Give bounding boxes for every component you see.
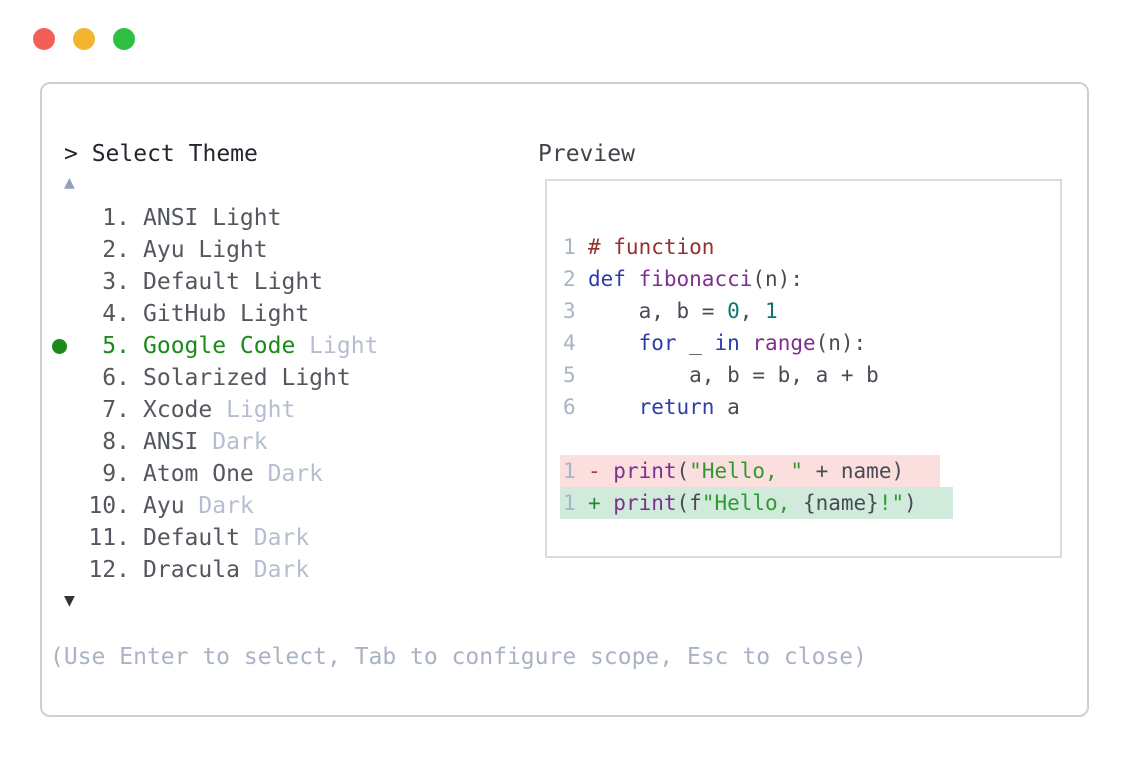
theme-list-item[interactable]: 10. Ayu Dark xyxy=(48,490,534,522)
theme-item-number: 8. xyxy=(102,429,130,455)
theme-picker-panel: > Select Theme ▲ 1. ANSI Light 2. Ayu Light… xyxy=(40,82,1089,717)
theme-item-label: Dracula Dark xyxy=(143,557,310,583)
diff-highlight-added: 1+ print(f"Hello, {name}!") xyxy=(560,487,953,519)
code-line: 6 return a xyxy=(563,391,1060,423)
theme-item-label: Ayu Light xyxy=(143,237,268,263)
diff-highlight-removed: 1- print("Hello, " + name) xyxy=(560,455,941,487)
line-number: 1 xyxy=(563,491,576,515)
selected-bullet-icon xyxy=(48,338,70,354)
theme-item-label: Ayu Dark xyxy=(143,493,254,519)
theme-select-column: > Select Theme ▲ 1. ANSI Light 2. Ayu Light… xyxy=(48,138,534,620)
theme-list-item[interactable]: 8. ANSI Dark xyxy=(48,426,534,458)
line-number: 6 xyxy=(563,395,576,419)
theme-item-number: 12. xyxy=(88,557,130,583)
theme-item-label: ANSI Dark xyxy=(143,429,268,455)
theme-list-item[interactable]: 7. Xcode Light xyxy=(48,394,534,426)
theme-item-number: 7. xyxy=(102,397,130,423)
theme-item-number: 3. xyxy=(102,269,130,295)
theme-list-item[interactable]: 5. Google Code Light xyxy=(48,330,534,362)
diff-line-removed: 1- print("Hello, " + name) xyxy=(560,455,1060,487)
theme-item-number: 11. xyxy=(88,525,130,551)
theme-list-item[interactable]: 4. GitHub Light xyxy=(48,298,534,330)
theme-list-item[interactable]: 2. Ayu Light xyxy=(48,234,534,266)
select-theme-prompt: > Select Theme xyxy=(64,141,258,167)
line-number: 1 xyxy=(563,235,576,259)
line-number: 5 xyxy=(563,363,576,387)
diff-line-added: 1+ print(f"Hello, {name}!") xyxy=(560,487,1060,519)
theme-list-item[interactable]: 6. Solarized Light xyxy=(48,362,534,394)
theme-item-number: 9. xyxy=(102,461,130,487)
theme-list-item[interactable]: 3. Default Light xyxy=(48,266,534,298)
theme-list-item[interactable]: 11. Default Dark xyxy=(48,522,534,554)
code-line: 5 a, b = b, a + b xyxy=(563,359,1060,391)
close-icon[interactable] xyxy=(33,28,55,50)
theme-item-number: 1. xyxy=(102,205,130,231)
line-number: 2 xyxy=(563,267,576,291)
theme-item-number: 5. xyxy=(102,333,130,359)
preview-title: Preview xyxy=(538,141,635,167)
code-line: 1# function xyxy=(563,231,1060,263)
line-number: 3 xyxy=(563,299,576,323)
theme-item-label: Xcode Light xyxy=(143,397,296,423)
code-line: 3 a, b = 0, 1 xyxy=(563,295,1060,327)
theme-item-label: ANSI Light xyxy=(143,205,282,231)
code-line: 4 for _ in range(n): xyxy=(563,327,1060,359)
line-number: 1 xyxy=(563,459,576,483)
theme-list-item[interactable]: 9. Atom One Dark xyxy=(48,458,534,490)
theme-list: 1. ANSI Light 2. Ayu Light 3. Default Light 4.… xyxy=(48,202,534,586)
theme-item-label: Solarized Light xyxy=(143,365,351,391)
theme-item-label: Default Light xyxy=(143,269,324,295)
theme-item-label: Atom One Dark xyxy=(143,461,324,487)
scroll-down-icon[interactable]: ▼ xyxy=(64,590,75,611)
keyboard-hint: (Use Enter to select, Tab to configure s… xyxy=(50,644,867,670)
code-line xyxy=(563,423,1060,455)
theme-list-item[interactable]: 1. ANSI Light xyxy=(48,202,534,234)
window-controls xyxy=(33,28,135,50)
minimize-icon[interactable] xyxy=(73,28,95,50)
theme-item-number: 4. xyxy=(102,301,130,327)
theme-list-item[interactable]: 12. Dracula Dark xyxy=(48,554,534,586)
theme-item-number: 10. xyxy=(88,493,130,519)
theme-item-label: Google Code Light xyxy=(143,333,379,359)
theme-item-label: Default Dark xyxy=(143,525,310,551)
theme-item-number: 6. xyxy=(102,365,130,391)
line-number: 4 xyxy=(563,331,576,355)
theme-item-label: GitHub Light xyxy=(143,301,310,327)
scroll-up-icon[interactable]: ▲ xyxy=(64,172,75,193)
maximize-icon[interactable] xyxy=(113,28,135,50)
theme-item-number: 2. xyxy=(102,237,130,263)
